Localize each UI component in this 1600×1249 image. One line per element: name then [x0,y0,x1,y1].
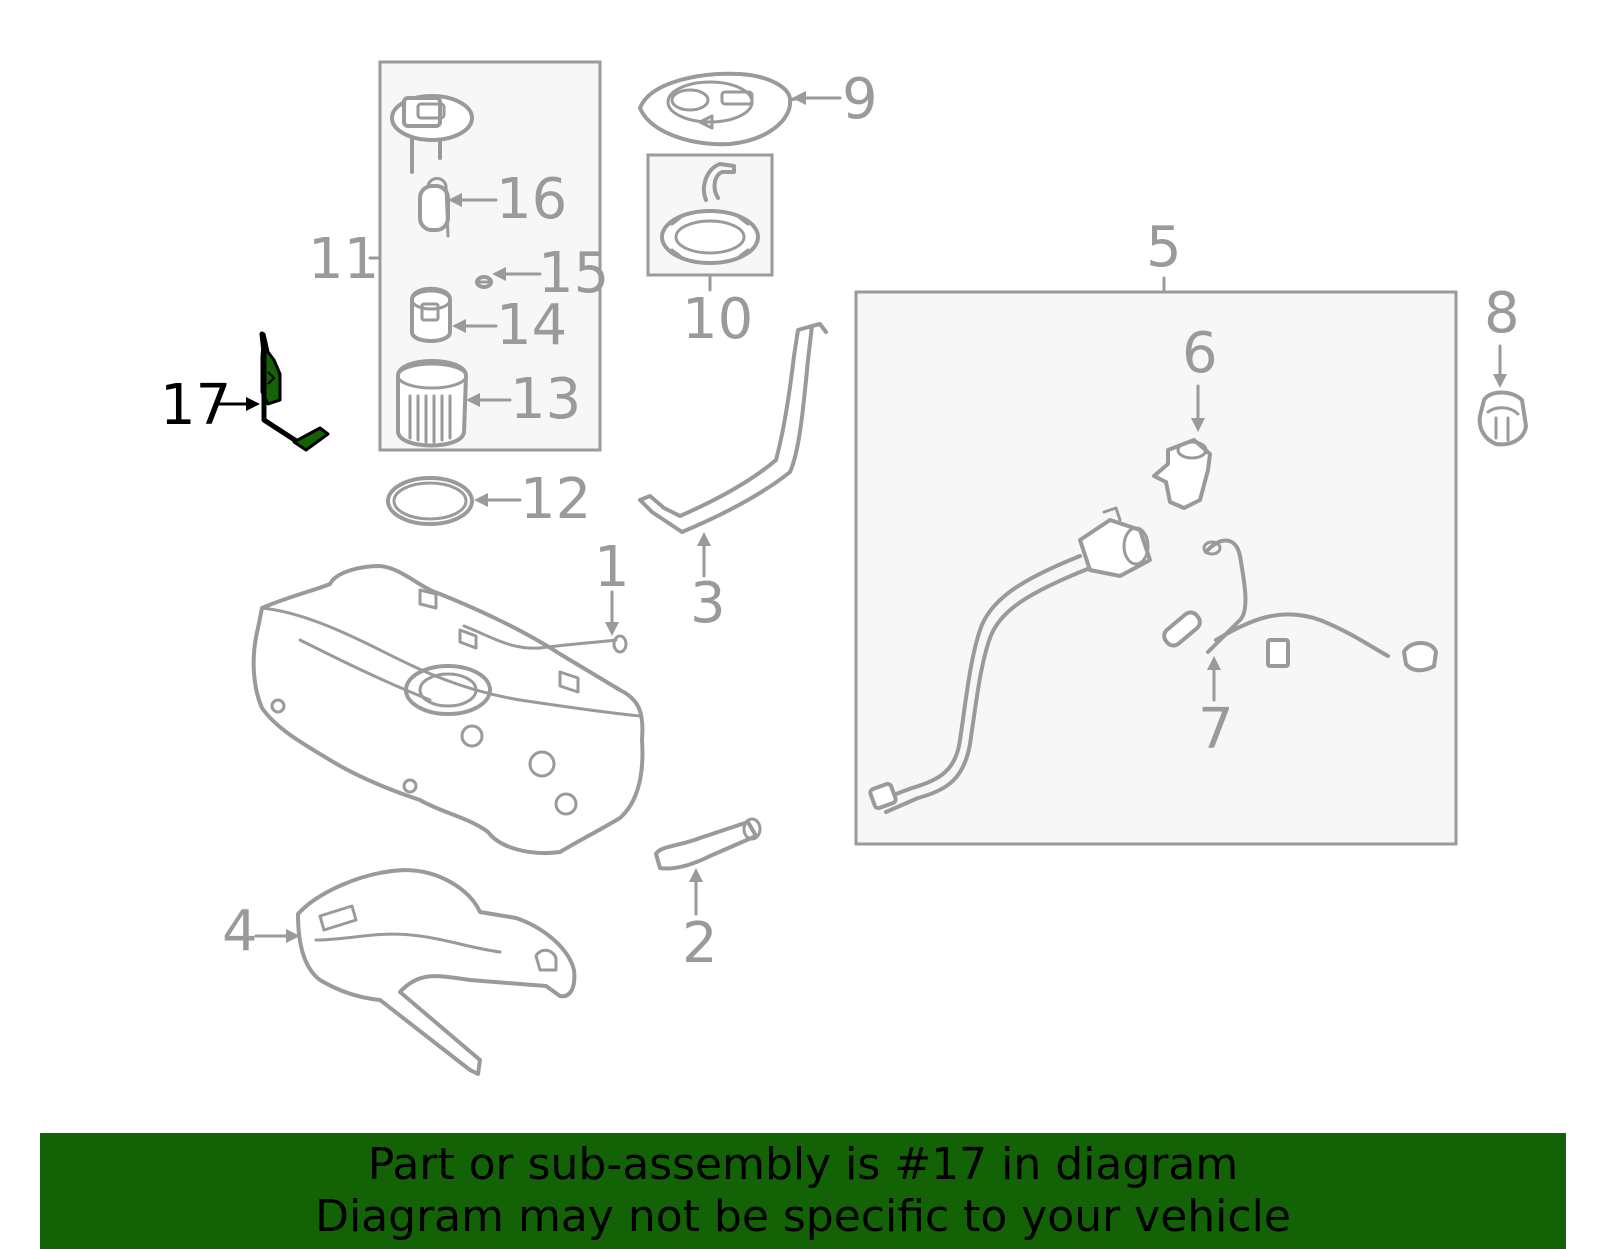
callout-11: 11 [308,227,379,292]
part-16-fuel-pump[interactable] [418,177,450,238]
footer-banner: Part or sub-assembly is #17 in diagram D… [40,1133,1566,1249]
part-14-filter-housing[interactable] [410,286,452,343]
part-9-cover-plate[interactable] [638,71,802,147]
callout-4: 4 [222,899,258,964]
leader-lines [216,91,1507,943]
callout-10: 10 [682,287,753,352]
callout-5: 5 [1146,215,1182,280]
callout-17: 17 [160,373,231,438]
callout-13: 13 [510,367,581,432]
part-10-lock-ring[interactable] [660,162,760,292]
part-7-vent-hose[interactable] [1161,538,1438,673]
callout-8: 8 [1484,281,1520,346]
group-box-5 [854,290,1458,846]
callout-16: 16 [496,167,567,232]
part-5-filler-neck[interactable] [868,506,1152,814]
part-11-pump-flange[interactable] [390,94,474,174]
callout-14: 14 [496,293,567,358]
callout-2: 2 [682,911,718,976]
part-6-vent-valve[interactable] [1152,438,1212,510]
callout-9: 9 [842,67,878,132]
part-1-fuel-tank[interactable] [251,564,645,855]
callout-7: 7 [1198,697,1234,762]
part-4-heat-shield[interactable] [296,868,577,1076]
part-17-fuel-level-sender[interactable] [259,331,330,452]
part-12-gasket[interactable] [386,476,474,526]
part-3-strap[interactable] [638,322,828,534]
footer-line-1: Part or sub-assembly is #17 in diagram [367,1139,1239,1190]
callout-12: 12 [520,467,591,532]
part-2-hose[interactable] [654,817,762,871]
footer-line-2: Diagram may not be specific to your vehi… [315,1191,1291,1242]
callout-1: 1 [594,535,630,600]
callout-15: 15 [538,241,609,306]
part-8-fuel-cap[interactable] [1477,390,1528,447]
part-15-clip[interactable] [475,275,493,289]
callout-6: 6 [1182,321,1218,386]
part-13-strainer[interactable] [396,359,468,448]
callout-3: 3 [690,571,726,636]
